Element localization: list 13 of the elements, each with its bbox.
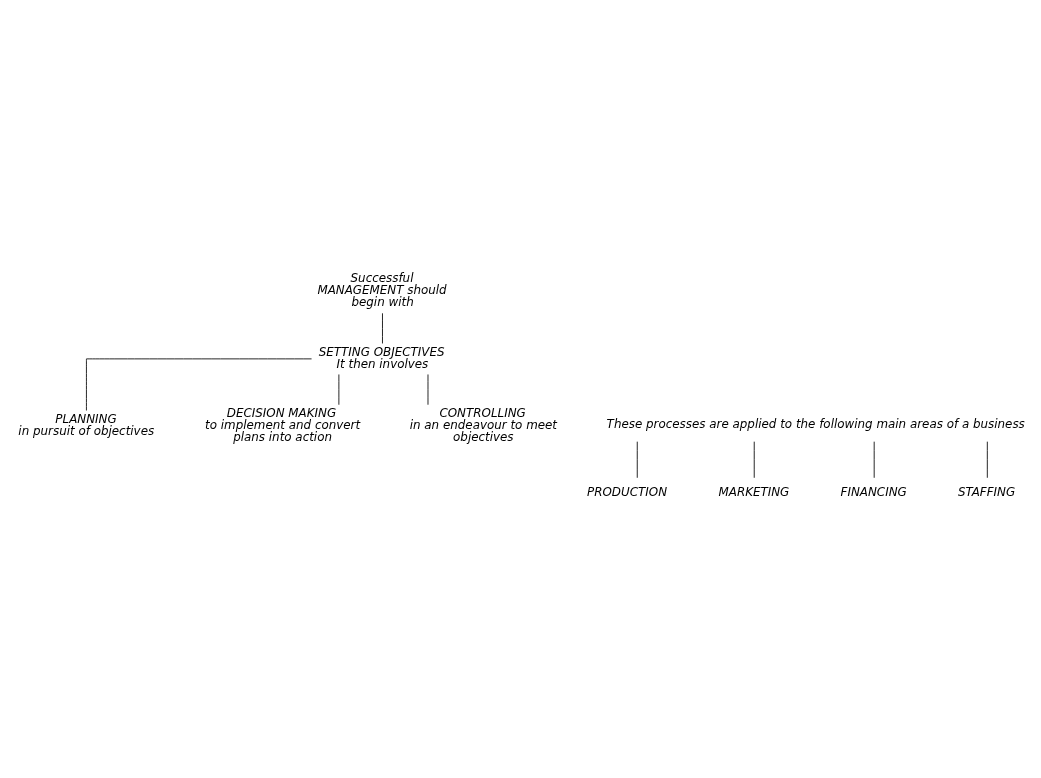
node-text: Successful MANAGEMENT should begin with — [317, 270, 447, 309]
node-text: PLANNING in pursuit of objectives — [18, 411, 155, 438]
connector — [86, 357, 312, 411]
node-text: SETTING OBJECTIVES It then involves — [318, 344, 445, 371]
node-text: CONTROLLING in an endeavour to meet objectives — [409, 405, 558, 444]
node-text: PRODUCTION — [587, 484, 668, 499]
node-text: MARKETING — [718, 484, 790, 499]
connector — [382, 312, 383, 344]
node-text: STAFFING — [957, 484, 1016, 499]
node-text: FINANCING — [840, 484, 907, 499]
connector — [986, 440, 988, 478]
node-text: DECISION MAKING to implement and convert plans into action — [205, 405, 361, 444]
node-text: These processes are applied to the following main areas of a business — [606, 416, 1025, 431]
